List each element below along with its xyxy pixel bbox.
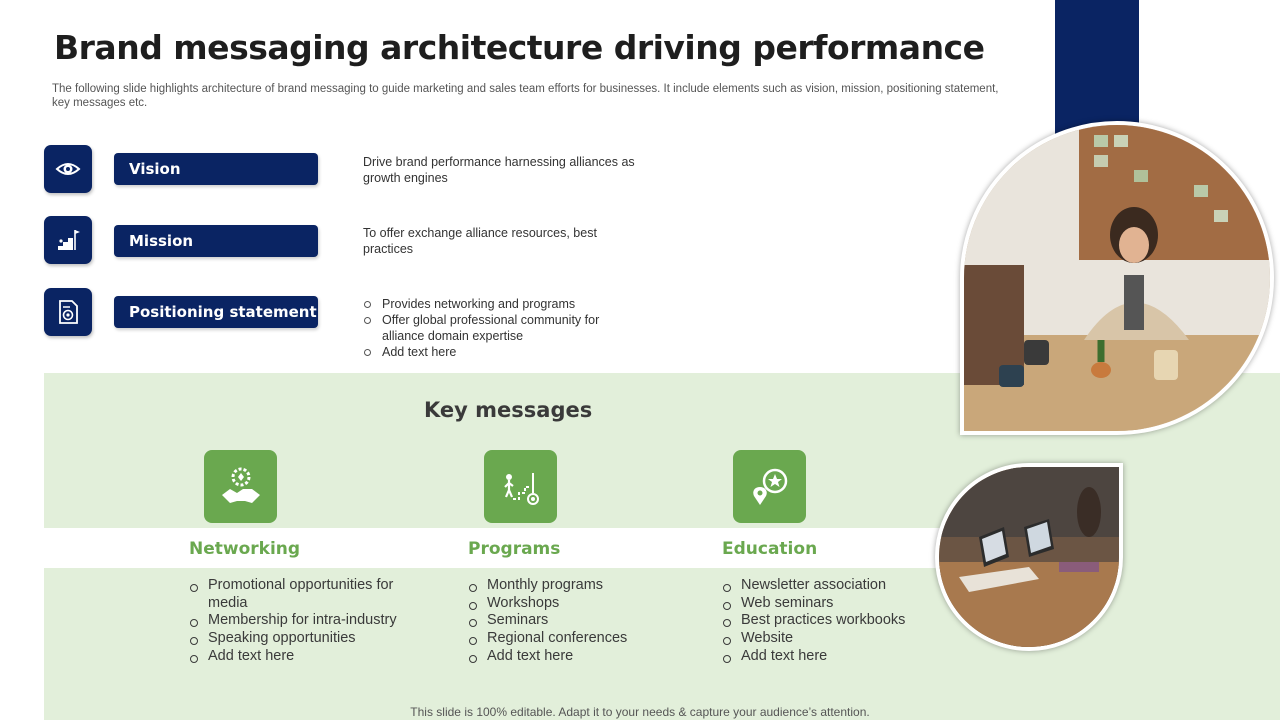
list-item: Best practices workbooks [722, 612, 932, 630]
handshake-gear-icon [204, 450, 277, 523]
list-item: Add text here [189, 648, 399, 666]
list-item: Monthly programs [468, 577, 678, 595]
page-title: Brand messaging architecture driving per… [54, 28, 985, 67]
pillar-label-positioning: Positioning statement [114, 296, 318, 328]
stairs-target-icon [484, 450, 557, 523]
list-item: Add text here [468, 648, 678, 666]
list-item: Web seminars [722, 595, 932, 613]
stairs-flag-icon [44, 216, 92, 264]
document-target-icon [44, 288, 92, 336]
list-item: Speaking opportunities [189, 630, 399, 648]
key-message-title-networking: Networking [189, 539, 301, 559]
list-item: Seminars [468, 612, 678, 630]
pillar-text-vision: Drive brand performance harnessing allia… [363, 154, 638, 186]
list-item: Promotional opportunities for media [189, 577, 399, 612]
list-item: Regional conferences [468, 630, 678, 648]
list-item: Newsletter association [722, 577, 932, 595]
list-item: Add text here [722, 648, 932, 666]
list-item: Website [722, 630, 932, 648]
vision-text: Drive brand performance harnessing allia… [363, 155, 635, 185]
meeting-photo [960, 121, 1274, 435]
pillar-text-positioning: Provides networking and programs Offer g… [363, 296, 623, 360]
eye-icon [44, 145, 92, 193]
list-item: Offer global professional community for … [363, 312, 623, 344]
list-item: Workshops [468, 595, 678, 613]
pillar-label-mission: Mission [114, 225, 318, 257]
footer-note: This slide is 100% editable. Adapt it to… [410, 705, 870, 719]
navy-accent-band [1055, 0, 1139, 140]
key-message-list-education: Newsletter association Web seminars Best… [722, 577, 932, 666]
key-message-title-education: Education [722, 539, 818, 559]
page-subtitle: The following slide highlights architect… [52, 83, 999, 109]
pillar-label-vision: Vision [114, 153, 318, 185]
list-item: Add text here [363, 344, 623, 360]
key-messages-title-strip [44, 528, 944, 568]
key-messages-heading: Key messages [424, 398, 593, 422]
pillar-text-mission: To offer exchange alliance resources, be… [363, 225, 603, 257]
laptops-photo [935, 463, 1123, 651]
mission-text: To offer exchange alliance resources, be… [363, 226, 597, 256]
location-star-icon [733, 450, 806, 523]
key-message-list-networking: Promotional opportunities for media Memb… [189, 577, 399, 666]
list-item: Membership for intra-industry [189, 612, 399, 630]
list-item: Provides networking and programs [363, 296, 623, 312]
key-message-list-programs: Monthly programs Workshops Seminars Regi… [468, 577, 678, 666]
key-message-title-programs: Programs [468, 539, 561, 559]
